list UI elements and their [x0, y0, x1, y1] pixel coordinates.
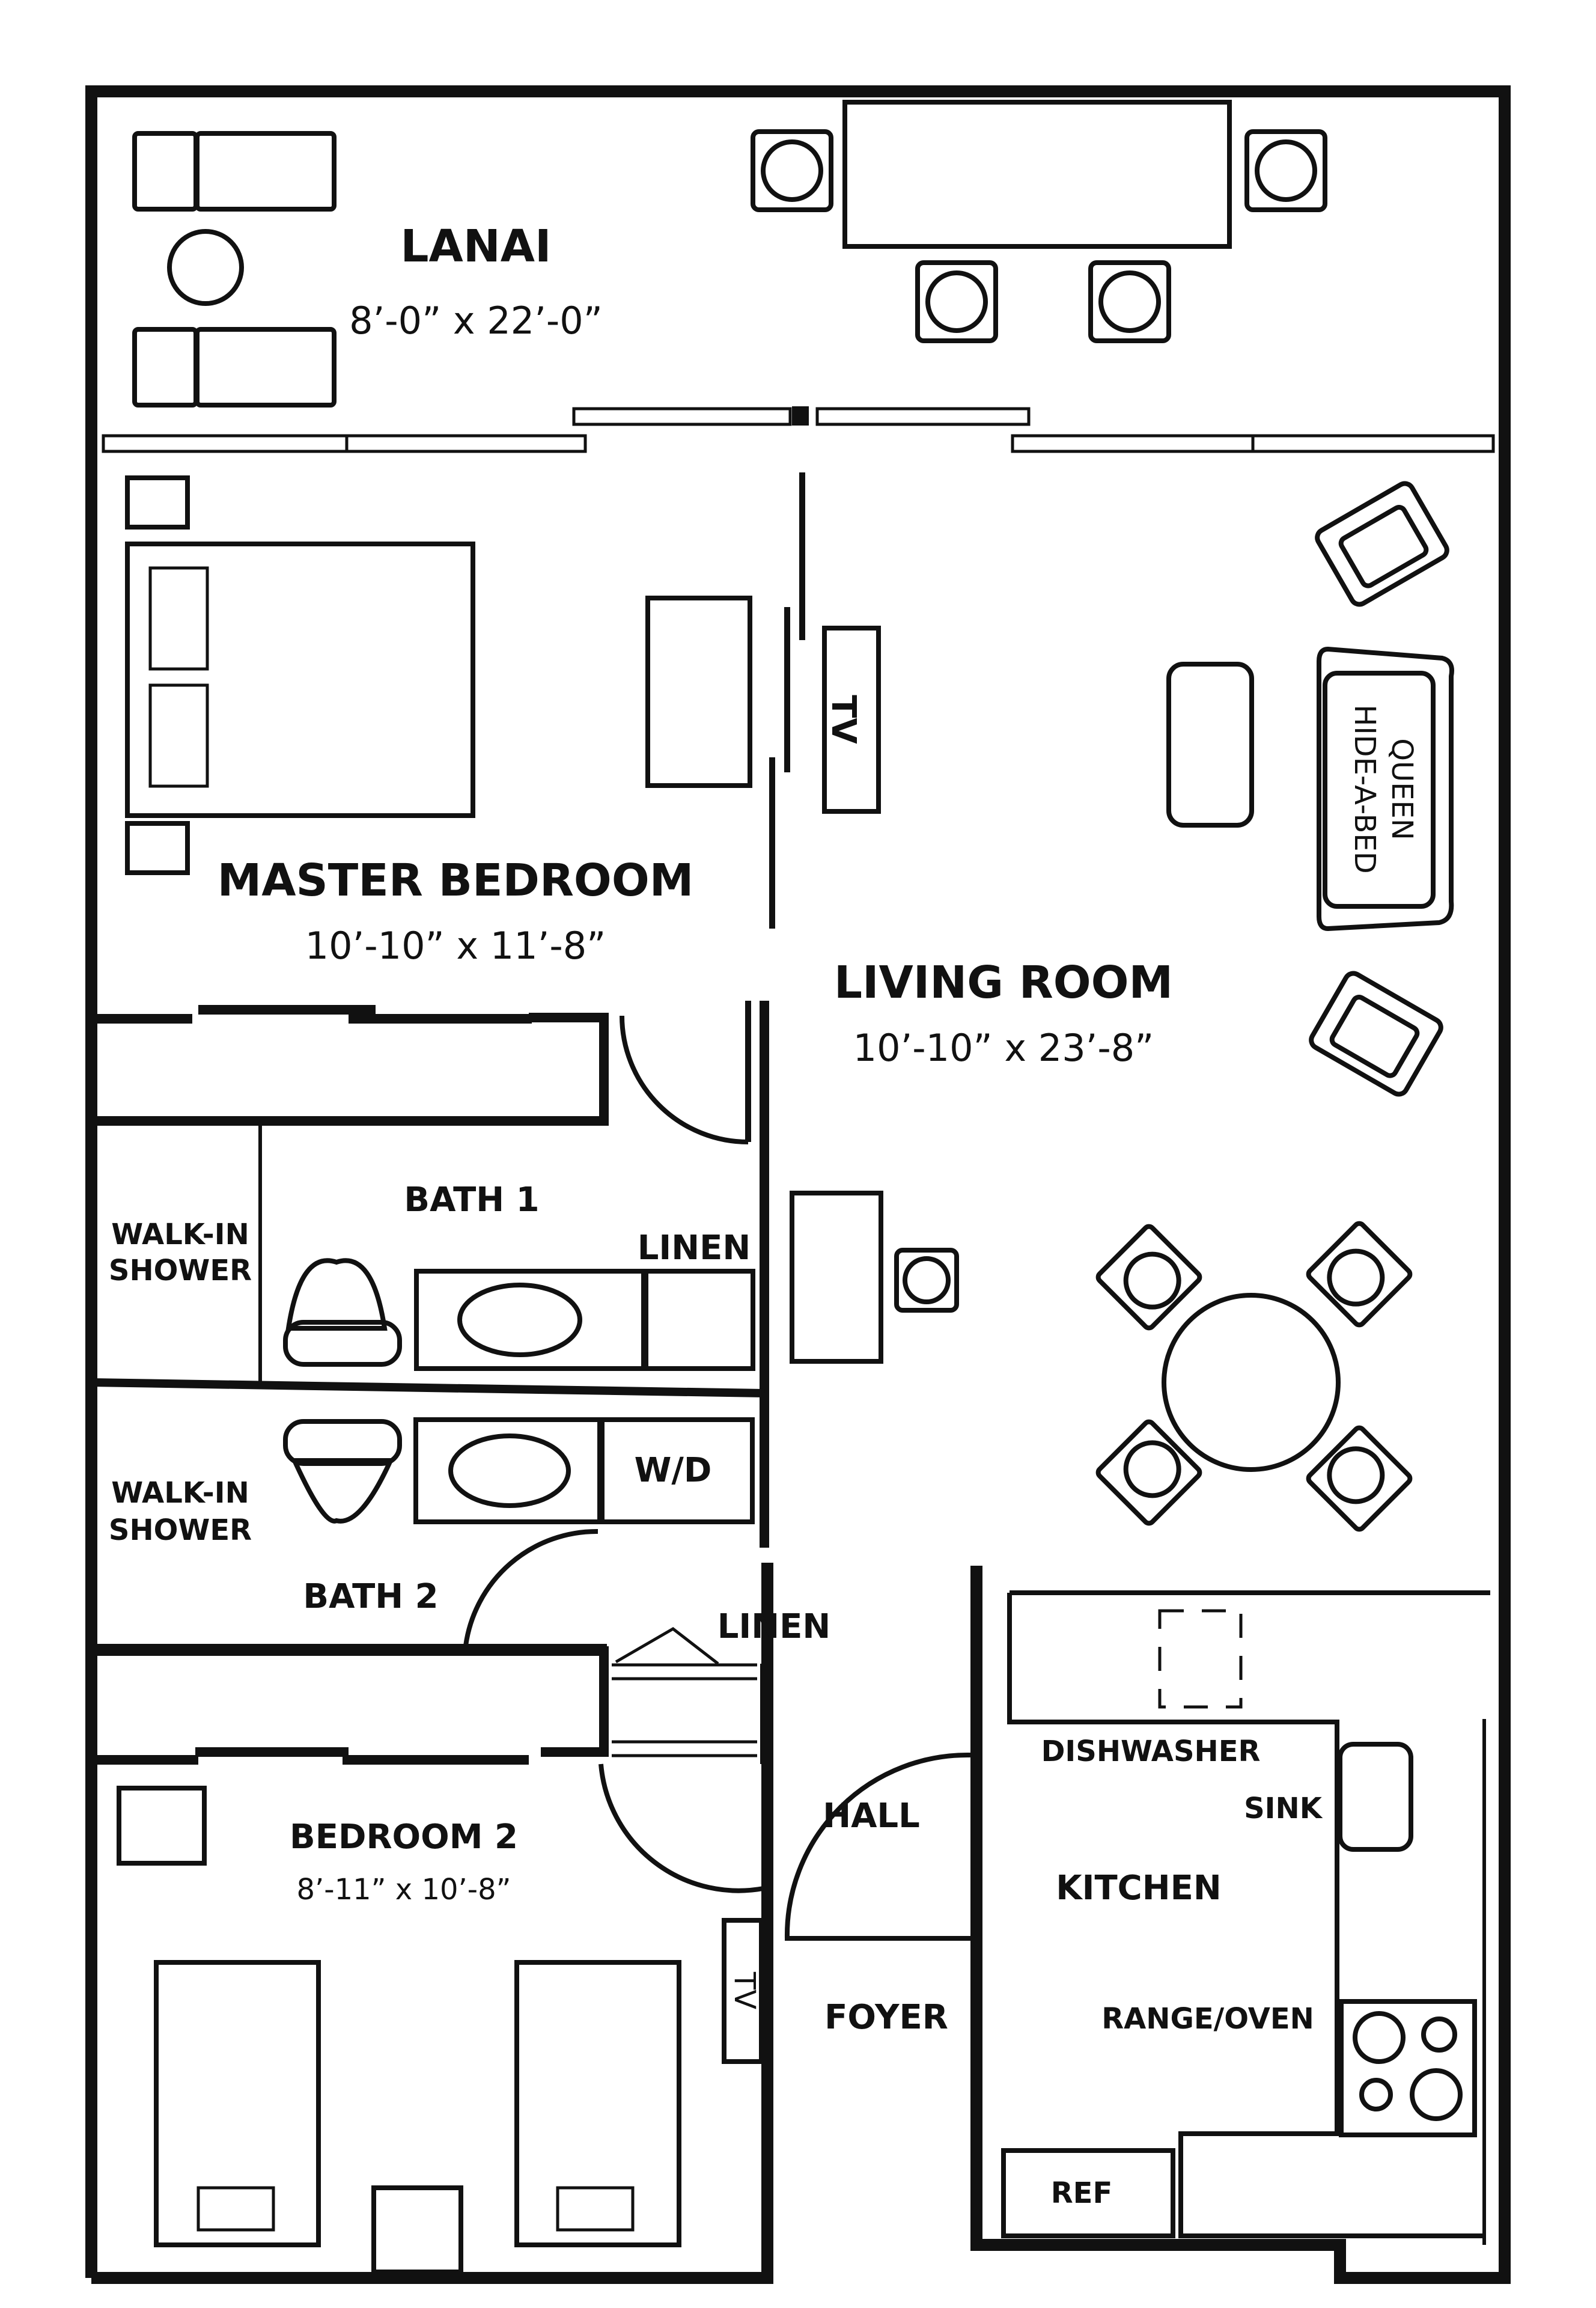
door-swings: [463, 1015, 971, 1941]
sofa-label-line2: HIDE-A-BED: [1348, 704, 1381, 873]
lanai-chair: [1244, 129, 1327, 212]
bedroom2-dims: 8’-11” x 10’-8”: [296, 1873, 511, 1907]
washer-dryer-label: W/D: [635, 1451, 712, 1490]
bedroom2-furniture: TV: [117, 1786, 764, 2274]
sofa-label-line1: QUEEN: [1385, 738, 1419, 840]
bath1-fixtures: [283, 1258, 755, 1371]
lanai-furniture: [132, 100, 1327, 408]
walkin-shower1-line2: SHOWER: [109, 1254, 252, 1287]
linen-bath1-label: LINEN: [638, 1229, 751, 1268]
hall-linen: [612, 1626, 757, 1757]
linen-hall-label: LINEN: [717, 1607, 831, 1646]
refrigerator-label: REF: [1051, 2176, 1113, 2210]
lanai-chair: [915, 260, 998, 343]
lanai-dims: 8’-0” x 22’-0”: [349, 299, 603, 343]
walkin-shower1-line1: WALK-IN: [111, 1218, 249, 1251]
lanai-name: LANAI: [400, 221, 551, 272]
kitchen-fixtures: [1001, 1590, 1490, 2238]
bath1-name: BATH 1: [404, 1180, 539, 1220]
armchair: [1309, 971, 1443, 1097]
sink-label: SINK: [1244, 1792, 1323, 1825]
walkin-shower2-line2: SHOWER: [109, 1513, 252, 1547]
tv-label-bedroom2: TV: [728, 1971, 761, 2009]
living-room-furniture: TV QUEEN HIDE-A-BED: [790, 481, 1454, 1532]
bedroom2-name: BEDROOM 2: [290, 1818, 518, 1857]
master-bedroom-name: MASTER BEDROOM: [218, 855, 694, 906]
master-bedroom-dims: 10’-10” x 11’-8”: [305, 924, 606, 968]
dining-chair: [1306, 1221, 1413, 1328]
lanai-chair: [751, 129, 833, 212]
walkin-shower2-line1: WALK-IN: [111, 1476, 249, 1510]
bath2-fixtures: [283, 1417, 755, 1524]
dining-chair: [1306, 1425, 1413, 1532]
dining-chair: [1095, 1224, 1202, 1331]
foyer-name: FOYER: [824, 1998, 948, 2037]
master-bedroom-furniture: [125, 475, 752, 875]
kitchen-name: KITCHEN: [1056, 1869, 1222, 1908]
bath2-name: BATH 2: [303, 1577, 438, 1616]
interior-walls: [91, 472, 1486, 2245]
lanai-sliding-doors: [102, 406, 1495, 453]
exterior-walls: [85, 85, 1511, 2284]
range-oven-label: RANGE/OVEN: [1101, 2002, 1314, 2036]
dining-chair: [1095, 1419, 1202, 1526]
living-room-name: LIVING ROOM: [834, 957, 1173, 1009]
tv-label-living: TV: [824, 695, 863, 744]
lanai-chair: [1088, 260, 1171, 343]
room-labels: LANAI 8’-0” x 22’-0” MASTER BEDROOM 10’-…: [109, 221, 1323, 2210]
armchair: [1315, 481, 1449, 607]
dishwasher-label: DISHWASHER: [1041, 1735, 1261, 1768]
living-room-dims: 10’-10” x 23’-8”: [853, 1026, 1154, 1070]
hall-name: HALL: [823, 1797, 920, 1836]
